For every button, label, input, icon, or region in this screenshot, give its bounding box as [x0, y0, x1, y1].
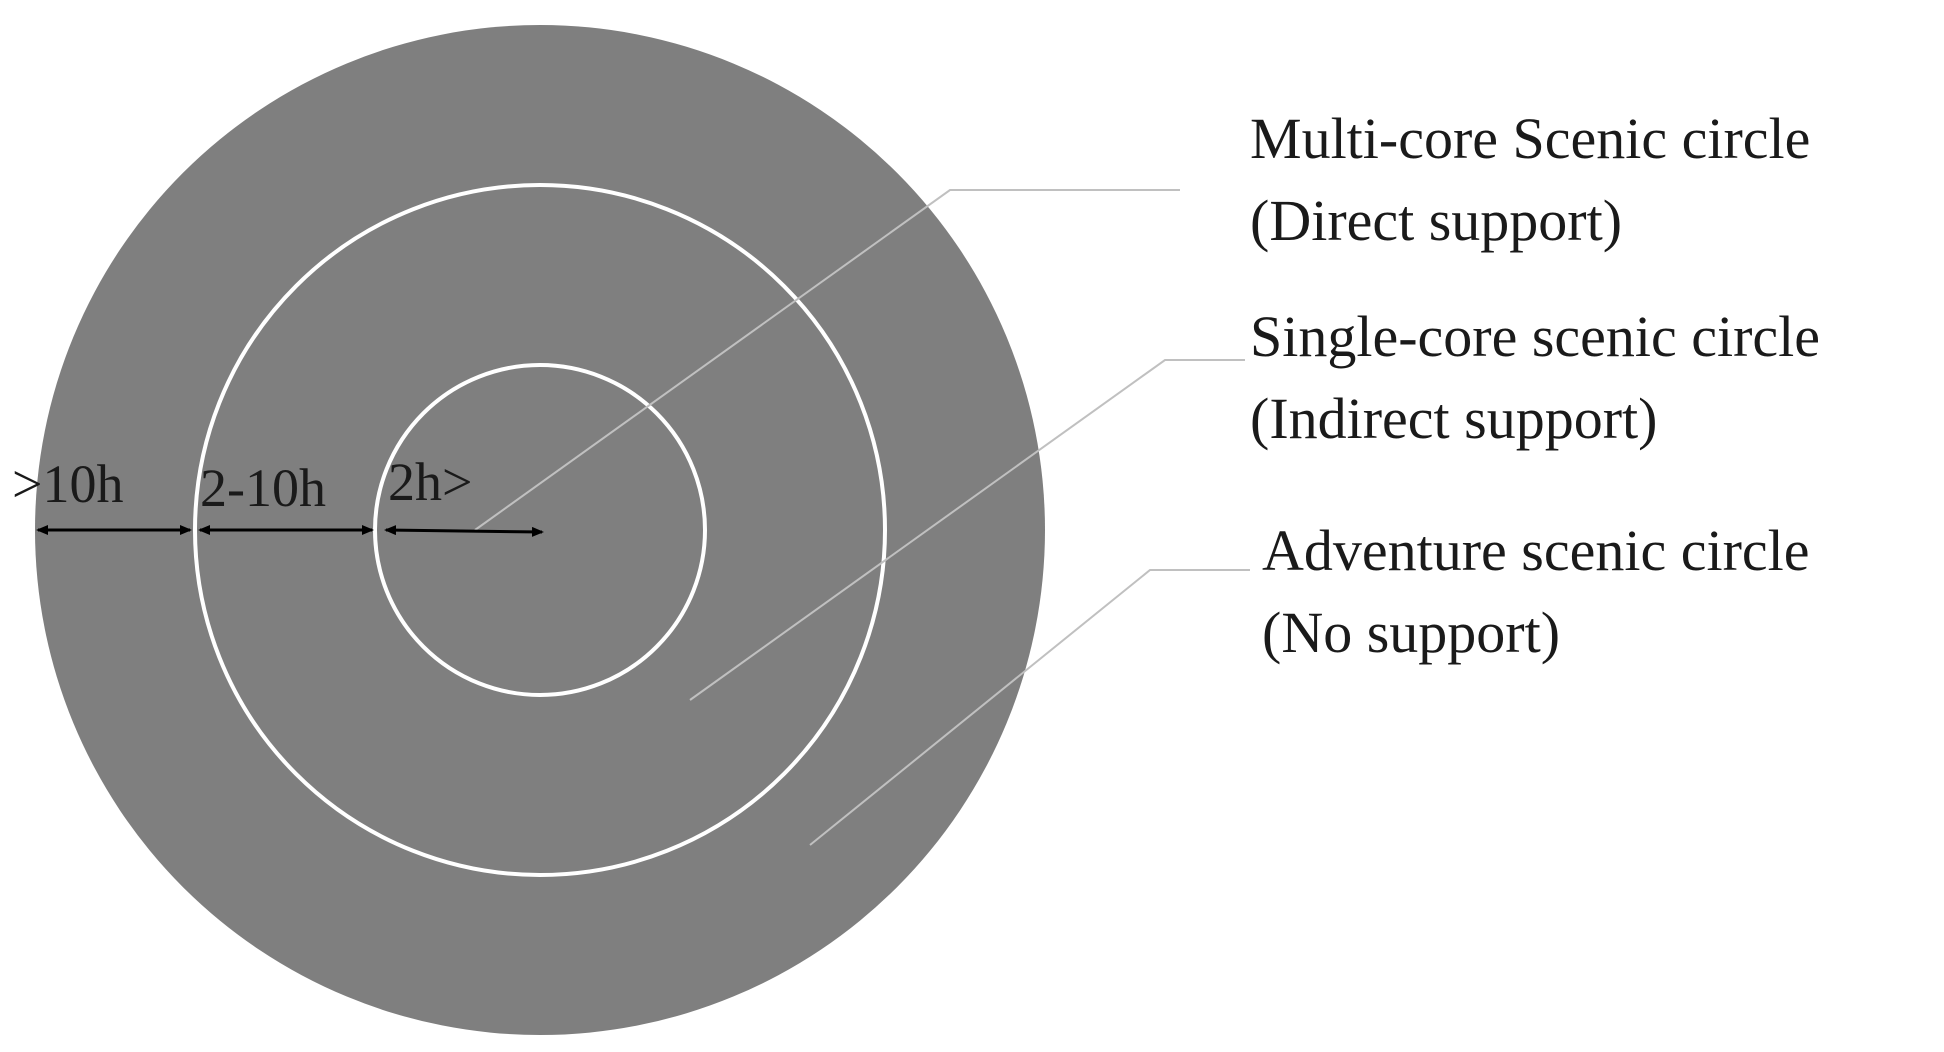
distance-label-inner: 2h> [388, 452, 472, 512]
distance-label-outer: >10h [12, 454, 123, 514]
leader-line-multi-core [474, 189, 1180, 531]
legend-single-core-subtitle: (Indirect support) [1250, 386, 1657, 451]
distance-label-middle: 2-10h [200, 458, 326, 518]
legend-adventure-subtitle: (No support) [1262, 600, 1560, 665]
legend-multi-core-subtitle: (Direct support) [1250, 188, 1622, 253]
leader-line-adventure [809, 569, 1250, 846]
inner-ring-boundary [373, 363, 707, 697]
legend-multi-core-title: Multi-core Scenic circle [1250, 106, 1810, 171]
legend-single-core-title: Single-core scenic circle [1250, 304, 1820, 369]
distance-arrow-inner [384, 525, 544, 537]
middle-ring-boundary [193, 183, 887, 877]
legend-adventure-title: Adventure scenic circle [1262, 518, 1810, 583]
leader-line-single-core [689, 359, 1245, 701]
